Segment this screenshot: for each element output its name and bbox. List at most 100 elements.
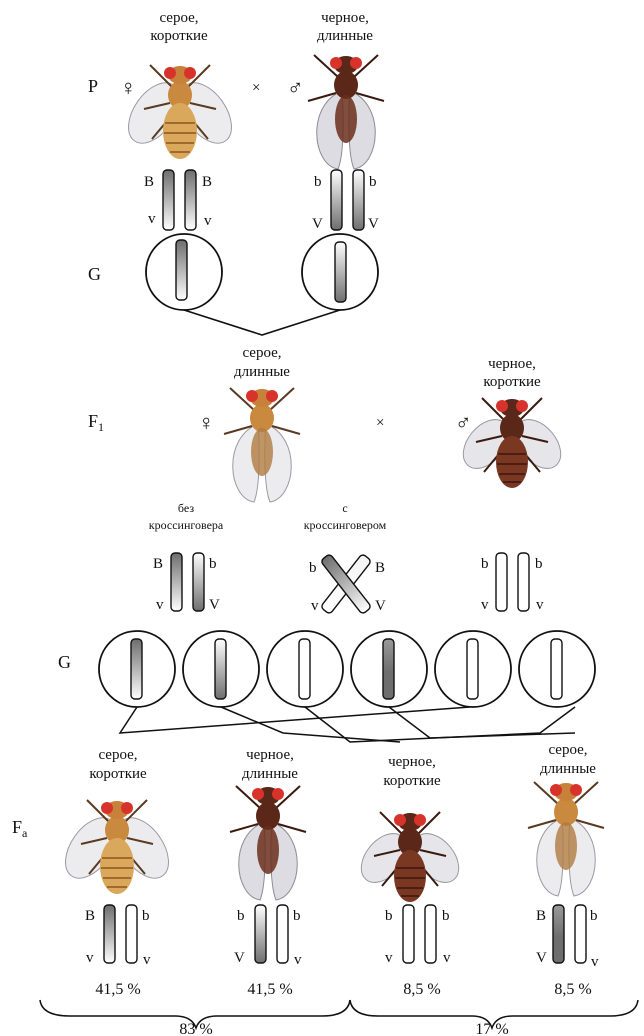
offspring-2-percent: 41,5 % — [247, 981, 292, 998]
chromosome — [185, 170, 196, 230]
chromosome — [171, 553, 182, 611]
crossover-chromosomes: b B v V — [309, 554, 386, 615]
chromosome — [176, 240, 187, 300]
allele-label: b — [535, 556, 543, 572]
chromosome — [163, 170, 174, 230]
parent-male-phenotype-2: длинные — [317, 28, 373, 44]
fusion-lines — [184, 310, 340, 335]
allele-label: b — [293, 908, 301, 924]
combination-line — [305, 707, 575, 742]
allele-label: b — [209, 556, 217, 572]
chromosome — [335, 242, 346, 302]
parent-male-chromosomes: b b V V — [312, 170, 379, 232]
f1-male-phenotype-2: короткие — [483, 374, 541, 390]
chromosome — [551, 639, 562, 699]
f1-female-phenotype-1: серое, — [242, 345, 281, 361]
allele-label: b — [481, 556, 489, 572]
male-symbol: ♂ — [287, 75, 304, 100]
allele-label: B — [375, 560, 385, 576]
offspring-1-phenotype-1: серое, — [98, 747, 137, 763]
allele-label: b — [442, 908, 450, 924]
allele-label: v — [294, 952, 302, 968]
allele-label: v — [311, 598, 319, 614]
f1-female-symbol: ♀ — [198, 410, 215, 435]
row-label-fa-sub: a — [22, 826, 28, 840]
allele-label: v — [143, 952, 151, 968]
offspring-2-phenotype-2: длинные — [242, 766, 298, 782]
allele-label: v — [204, 213, 212, 229]
chromosome — [575, 905, 586, 963]
offspring-3-percent: 8,5 % — [403, 981, 440, 998]
f1-gametes — [99, 631, 595, 707]
allele-label: b — [237, 908, 245, 924]
parent-male-fly — [308, 55, 384, 169]
allele-label: v — [481, 597, 489, 613]
allele-label: v — [443, 950, 451, 966]
row-label-f1-sub: 1 — [98, 420, 104, 434]
offspring-2-fly — [230, 786, 306, 900]
chromosome — [193, 553, 204, 611]
row-label-f1: F1 — [88, 411, 104, 434]
offspring-1-percent: 41,5 % — [95, 981, 140, 998]
chromosome — [353, 170, 364, 230]
crossover-label-1: с — [342, 501, 347, 515]
allele-label: b — [590, 908, 598, 924]
crossover-label-2: кроссинговером — [304, 518, 387, 532]
offspring-3-fly — [352, 812, 468, 902]
female-symbol: ♀ — [120, 75, 137, 100]
chromosome — [518, 553, 529, 611]
row-label-g1: G — [88, 264, 101, 284]
offspring-1-fly — [55, 800, 179, 894]
parent-female-phenotype-1: серое, — [159, 10, 198, 26]
allele-label: B — [202, 174, 212, 190]
chromosome — [467, 639, 478, 699]
allele-label: B — [536, 908, 546, 924]
allele-label: b — [309, 560, 317, 576]
allele-label: v — [86, 950, 94, 966]
allele-label: V — [209, 597, 220, 613]
allele-label: b — [369, 174, 377, 190]
no-crossover-label-1: без — [178, 501, 194, 515]
chromosome — [496, 553, 507, 611]
allele-label: b — [385, 908, 393, 924]
allele-label: V — [375, 598, 386, 614]
allele-label: v — [385, 950, 393, 966]
row-label-fa-main: F — [12, 817, 22, 837]
offspring-2-phenotype-1: черное, — [246, 747, 294, 763]
allele-label: V — [234, 950, 245, 966]
chromosome — [553, 905, 564, 963]
chromosome — [331, 170, 342, 230]
f1-male-symbol: ♂ — [455, 410, 472, 435]
allele-label: v — [536, 597, 544, 613]
f1-cross-symbol: × — [376, 415, 384, 431]
allele-label: B — [144, 174, 154, 190]
chromosome — [403, 905, 414, 963]
parent-female-fly — [118, 65, 242, 159]
no-crossover-chromosomes: B b v V — [153, 553, 220, 613]
total-noncrossover: 83 % — [179, 1021, 212, 1036]
offspring-4-percent: 8,5 % — [554, 981, 591, 998]
chromosome — [126, 905, 137, 963]
f1-female-phenotype-2: длинные — [234, 364, 290, 380]
total-crossover: 17 % — [475, 1021, 508, 1036]
chromosome — [277, 905, 288, 963]
allele-label: v — [148, 211, 156, 227]
allele-label: v — [591, 954, 599, 970]
chromosome — [383, 639, 394, 699]
offspring-4-phenotype-2: длинные — [540, 761, 596, 777]
chromosome — [131, 639, 142, 699]
f1-male-phenotype-1: черное, — [488, 356, 536, 372]
row-label-g2: G — [58, 652, 71, 672]
combination-line — [221, 707, 400, 742]
parent-female-chromosomes: B B v v — [144, 170, 212, 230]
allele-label: V — [536, 950, 547, 966]
allele-label: B — [153, 556, 163, 572]
allele-label: b — [314, 174, 322, 190]
allele-label: b — [142, 908, 150, 924]
parent-female-phenotype-2: короткие — [150, 28, 208, 44]
row-label-p: P — [88, 76, 98, 96]
allele-label: V — [368, 216, 379, 232]
no-crossover-label-2: кроссинговера — [149, 518, 224, 532]
row-label-f1-main: F — [88, 411, 98, 431]
